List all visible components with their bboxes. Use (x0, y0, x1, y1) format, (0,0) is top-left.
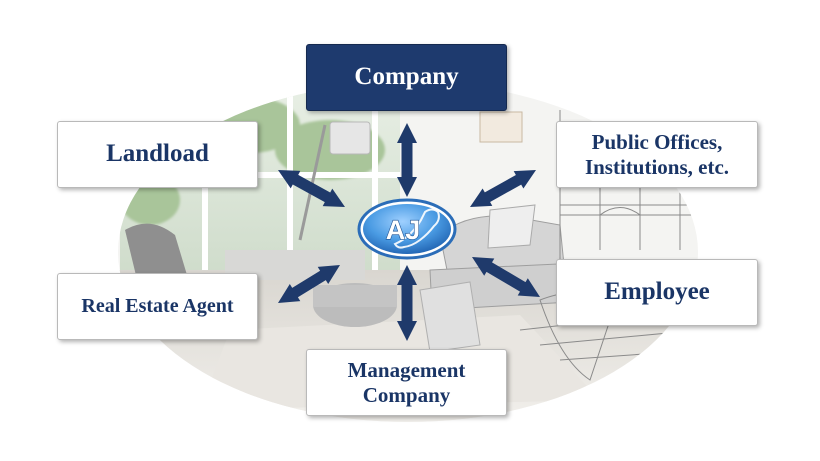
real-estate-agent-box: Real Estate Agent (57, 273, 258, 340)
aj-hub-logo: AJ (357, 198, 457, 260)
japan-map-icon (393, 208, 440, 249)
public-offices-box: Public Offices, Institutions, etc. (556, 121, 758, 188)
arrow-employee (472, 257, 540, 297)
arrow-management (397, 265, 417, 341)
arrow-landload (278, 170, 345, 207)
management-company-box: Management Company (306, 349, 507, 416)
arrow-public (470, 170, 536, 207)
arrow-company (397, 123, 417, 197)
arrow-realestate (278, 265, 340, 303)
employee-box: Employee (556, 259, 758, 326)
arrow-layer (278, 123, 540, 341)
company-box: Company (306, 44, 507, 111)
hub-logo-text: AJ (386, 215, 421, 245)
landload-box: Landload (57, 121, 258, 188)
